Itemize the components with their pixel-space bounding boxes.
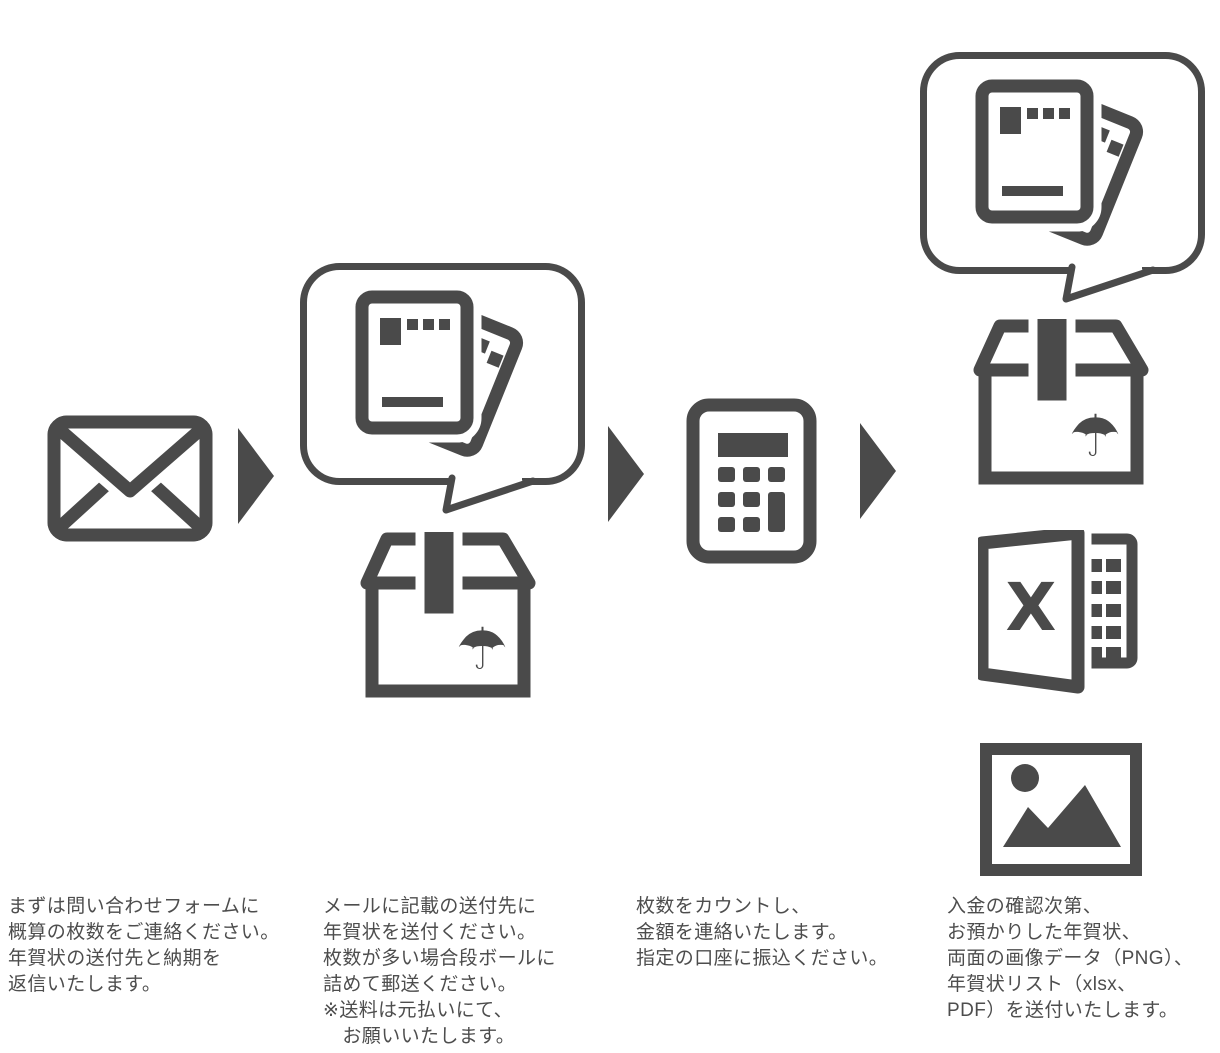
box-tape (1028, 319, 1076, 410)
arrow-right-icon (608, 426, 644, 522)
calculator-display (718, 433, 788, 457)
arrow-right-icon (238, 428, 274, 524)
excel-cover-page (978, 530, 1085, 694)
excel-file-icon: X (978, 530, 1138, 695)
postcards-speech-bubble-icon (920, 52, 1205, 303)
postcards-speech-bubble-icon (300, 263, 585, 514)
arrow-right-icon (860, 423, 896, 519)
postcards-icon (967, 71, 1144, 246)
umbrella-icon: ☂ (456, 615, 508, 683)
step-description: 枚数をカウントし、 金額を連絡いたします。 指定の口座に振込ください。 (636, 896, 889, 969)
bubble-tail (442, 474, 537, 514)
mountains-shape (1003, 785, 1121, 847)
image-file-icon (980, 743, 1142, 876)
step-description: メールに記載の送付先に 年賀状を送付ください。 枚数が多い場合段ボールに 詰めて… (323, 896, 556, 1047)
step-description: 入金の確認次第、 お預かりした年賀状、 両面の画像データ（PNG）、 年賀状リス… (947, 896, 1194, 1021)
postcards-icon (347, 282, 524, 457)
calculator-icon (686, 398, 817, 564)
shipping-box-icon: ☂ (973, 319, 1149, 485)
sun-shape (1011, 764, 1039, 792)
box-tape (415, 532, 463, 623)
umbrella-icon: ☂ (1069, 402, 1121, 470)
bubble-tail (1062, 263, 1157, 303)
envelope-icon (47, 415, 213, 542)
excel-x-letter: X (1006, 569, 1057, 646)
shipping-box-icon: ☂ (360, 532, 536, 698)
step-description: まずは問い合わせフォームに 概算の枚数をご連絡ください。 年賀状の送付先と納期を… (8, 896, 280, 995)
